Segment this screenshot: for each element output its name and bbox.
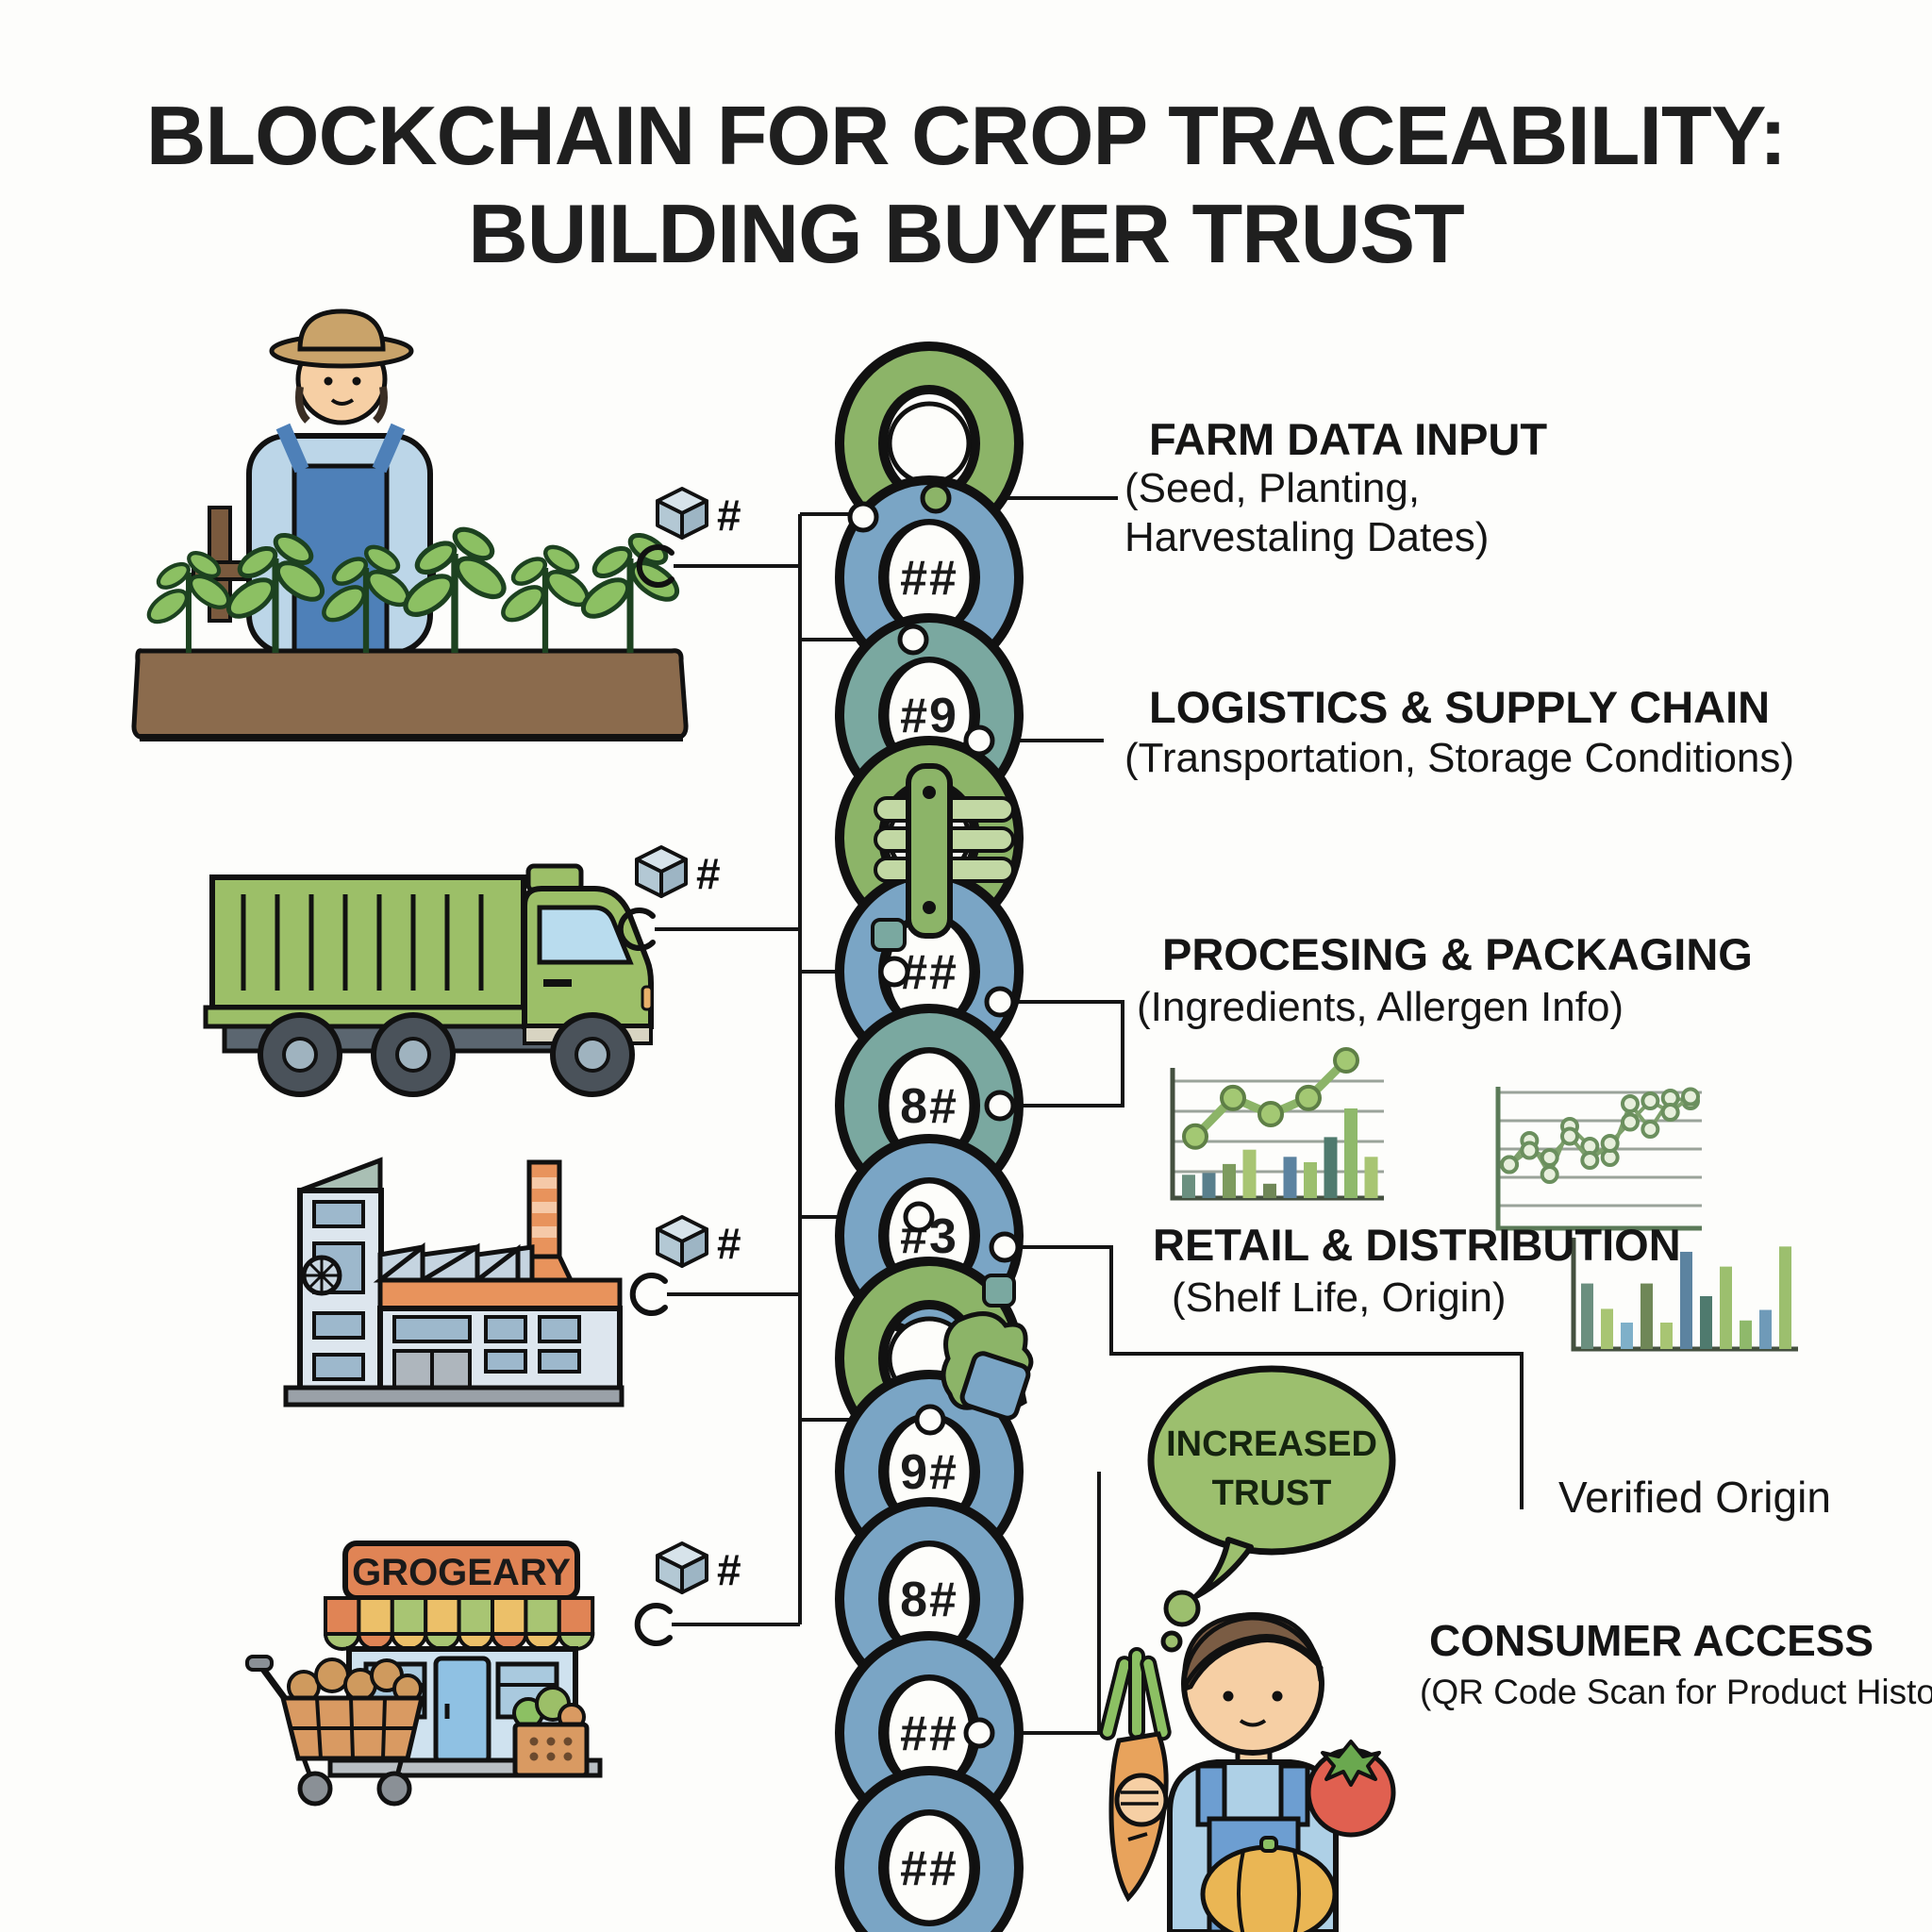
label-logistics: LOGISTICS & SUPPLY CHAIN: [1149, 682, 1771, 732]
chain-hash-glyph: ##: [900, 1841, 958, 1896]
tomato-icon: [1306, 1740, 1396, 1838]
chain-hash-glyph: 9#: [900, 1445, 958, 1500]
factory-icon: [283, 1157, 625, 1407]
chain-hash-glyph: 8#: [900, 1573, 958, 1627]
svg-text:#: #: [696, 849, 721, 898]
label-processing: PROCESING & PACKAGING: [1162, 929, 1753, 979]
sublabel-logistics: (Transportation, Storage Conditions): [1124, 735, 1795, 781]
increased-trust-bubble: INCREASED TRUST: [1147, 1365, 1396, 1653]
bubble-text-line2: TRUST: [1212, 1474, 1332, 1513]
chain-block-markers: [871, 918, 1016, 1307]
chain-hash-glyph: #9: [900, 689, 958, 743]
farmer-icon: [131, 308, 689, 741]
page-title-line1: BLOCKCHAIN FOR CROP TRACEABILITY:: [145, 89, 1787, 182]
chain-link: ##: [835, 1766, 1024, 1932]
shopping-cart-icon: [245, 1655, 425, 1807]
truck-icon: [203, 863, 654, 1097]
bubble-text-line1: INCREASED: [1166, 1424, 1377, 1464]
label-consumer-access: CONSUMER ACCESS: [1429, 1616, 1874, 1665]
carrot-icon: [1099, 1647, 1172, 1903]
sublabel-processing: (Ingredients, Allergen Info): [1137, 984, 1624, 1030]
page-title: BLOCKCHAIN FOR CROP TRACEABILITY: BUILDI…: [0, 87, 1932, 283]
label-retail: RETAIL & DISTRIBUTION: [1153, 1220, 1681, 1270]
store-sign-label: GROGEARY: [352, 1552, 571, 1593]
chain-hash-glyph: ##: [900, 551, 958, 606]
processing-line-chart: [1495, 1087, 1702, 1231]
svg-text:#: #: [717, 1545, 741, 1594]
verified-origin-bar-chart: [1571, 1238, 1798, 1352]
sublabel-retail: (Shelf Life, Origin): [1172, 1274, 1507, 1321]
label-farm-data-input: FARM DATA INPUT: [1149, 414, 1548, 464]
verified-origin-label: Verified Origin: [1558, 1473, 1831, 1522]
grocery-store-icon: GROGEARY: [245, 1541, 603, 1807]
svg-text:#: #: [717, 491, 741, 540]
leaf-blob-icon: [941, 1311, 1034, 1421]
svg-text:#: #: [717, 1219, 741, 1268]
connector-dots: [847, 482, 1021, 1749]
sublabel-farm-data-input: (Seed, Planting, Harvestaling Dates): [1124, 465, 1490, 560]
blockchain-chain: ###9##8##39#8#####: [835, 341, 1024, 1932]
chain-turnbuckle: [874, 763, 1015, 939]
chain-hash-glyph: ##: [900, 1707, 958, 1761]
page-title-line2: BUILDING BUYER TRUST: [468, 186, 1465, 280]
chain-hash-glyph: 8#: [900, 1079, 958, 1134]
block-cube-icons: # # # #: [635, 487, 741, 1594]
consumer-person-icon: [1099, 1612, 1396, 1932]
processing-bar-line-chart: [1170, 1047, 1384, 1201]
sublabel-consumer-access: (QR Code Scan for Product History): [1420, 1673, 1932, 1711]
squash-icon: [1200, 1836, 1338, 1932]
